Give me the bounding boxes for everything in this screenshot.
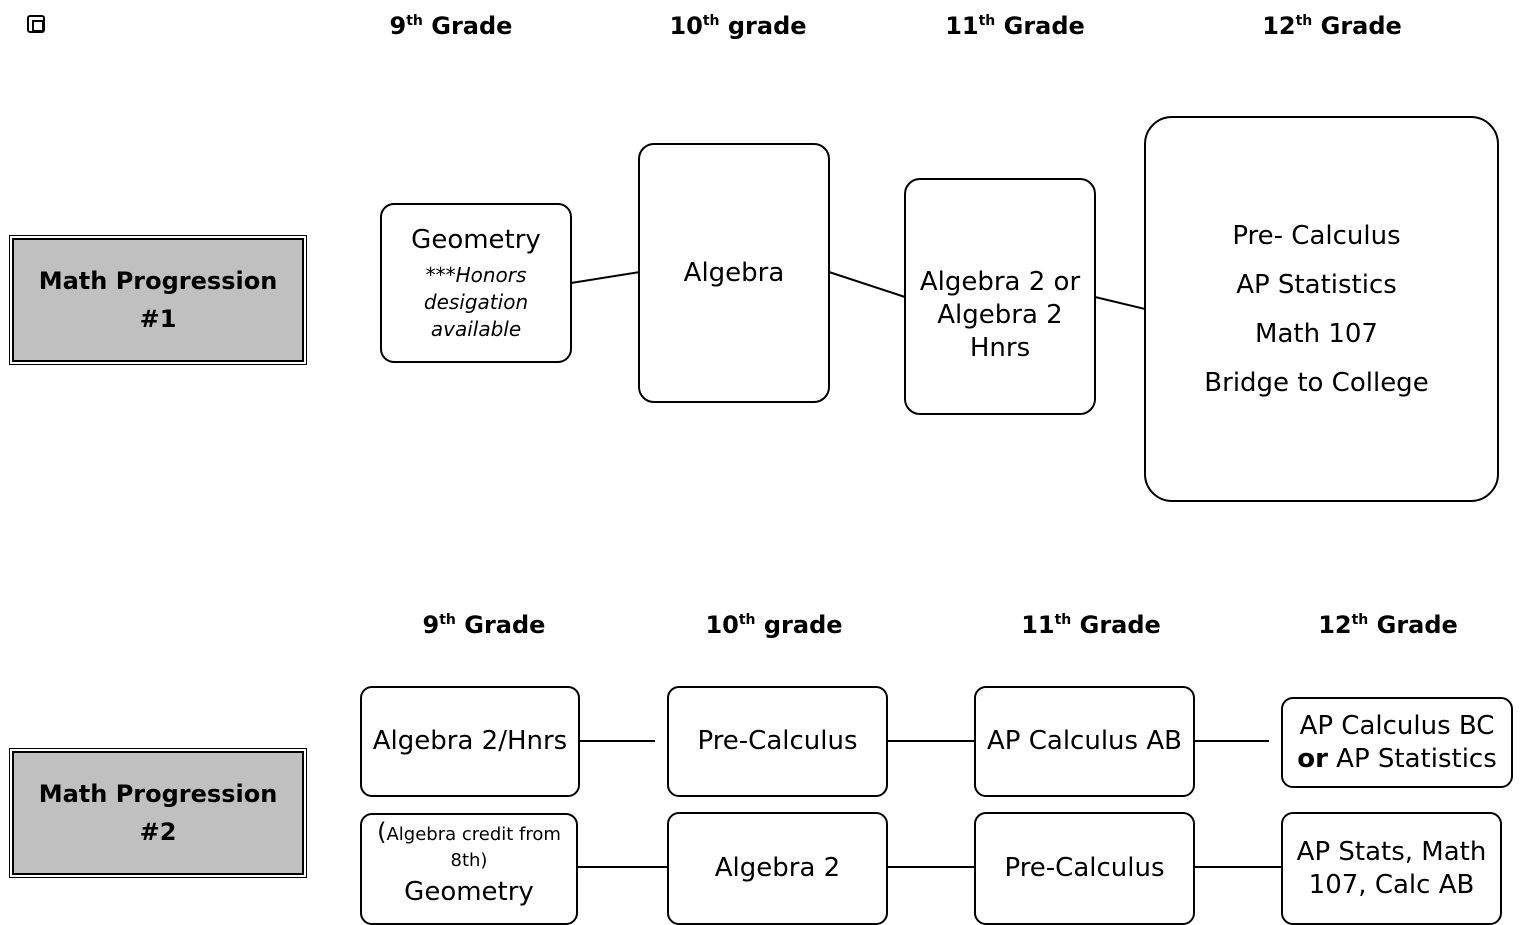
- connector-algebra-algebra2: [828, 271, 906, 298]
- grade-header-10-p2: 10th grade: [705, 611, 843, 639]
- square-frame-icon: [27, 15, 45, 33]
- p1-grade11-algebra2-box: Algebra 2 or Algebra 2 Hnrs: [904, 178, 1096, 415]
- p2-row1-grade12-box: AP Calculus BC or AP Statistics: [1281, 697, 1513, 788]
- p2-row2-grade9-box: (Algebra credit from 8th) Geometry: [360, 813, 578, 925]
- grade-header-12-p2: 12th Grade: [1318, 611, 1458, 639]
- p1-grade9-geometry-box: Geometry ***Honors desigation available: [380, 203, 572, 363]
- p2-row2-grade11-box: Pre-Calculus: [974, 812, 1195, 925]
- p2-row1-grade9-box: Algebra 2/Hnrs: [360, 686, 580, 797]
- grade-header-11-p2: 11th Grade: [1021, 611, 1161, 639]
- grade-header-10: 10th grade: [669, 12, 807, 40]
- connector-algebra2-12th: [1094, 296, 1146, 310]
- p2-row1-grade11-box: AP Calculus AB: [974, 686, 1195, 797]
- p1-grade12-options-box: Pre- Calculus AP Statistics Math 107 Bri…: [1144, 116, 1499, 502]
- grade-header-9-p2: 9th Grade: [422, 611, 546, 639]
- math-progression-2-label: Math Progression #2: [9, 748, 307, 878]
- connector-geometry-algebra: [570, 271, 641, 284]
- grade-header-11: 11th Grade: [945, 12, 1085, 40]
- p2-row1-grade12-line2: or AP Statistics: [1297, 743, 1497, 774]
- grade-header-9: 9th Grade: [389, 12, 513, 40]
- p2-row2-grade10-box: Algebra 2: [667, 812, 888, 925]
- p2-row2-grade9-credit: (Algebra credit from: [377, 818, 561, 846]
- p2-row2-grade12-box: AP Stats, Math 107, Calc AB: [1281, 812, 1502, 925]
- math-progression-1-label: Math Progression #1: [9, 235, 307, 365]
- p1-grade10-algebra-box: Algebra: [638, 143, 830, 403]
- grade-header-12: 12th Grade: [1262, 12, 1402, 40]
- p2-row1-grade10-box: Pre-Calculus: [667, 686, 888, 797]
